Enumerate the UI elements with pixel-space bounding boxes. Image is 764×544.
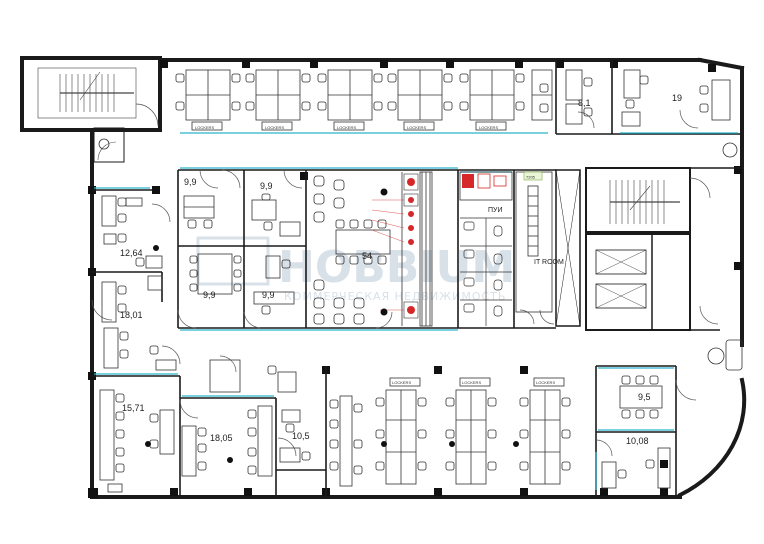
office-9-9-c-furniture	[189, 253, 242, 295]
equipment-racks	[371, 173, 419, 319]
office-10-08-furniture	[601, 447, 671, 489]
top-desk-cluster-2	[245, 69, 311, 131]
room-label-r3: 9,9	[184, 177, 197, 187]
room-label-r10: 15,71	[122, 403, 145, 413]
it-code: 7205	[526, 175, 536, 180]
lockers-label-7: LOCKERS	[462, 380, 481, 385]
lockers-label-4: LOCKERS	[407, 125, 426, 130]
room-54-furniture	[313, 171, 433, 327]
it-code-badge	[523, 171, 543, 181]
room-labels: 8,1 19 9,9 9,9 12,64 9,9 9,9 54 18,01 15…	[120, 93, 682, 446]
lockers-label-6: LOCKERS	[392, 380, 411, 385]
bottom-desk-cluster-4	[519, 377, 571, 485]
office-8-1-furniture	[565, 69, 593, 125]
office-9-9-b-furniture	[251, 193, 301, 237]
bottom-desk-cluster-2	[375, 377, 427, 485]
office-18-05-furniture	[181, 405, 273, 477]
top-desk-cluster-5	[459, 69, 525, 131]
office-9-5-furniture	[619, 375, 663, 419]
interior-walls	[92, 60, 742, 497]
office-10-5-furniture	[279, 409, 311, 463]
top-desk-cluster-3	[317, 69, 383, 131]
doors	[91, 103, 719, 457]
office-15-71-furniture	[99, 389, 175, 493]
room-label-r9: 18,01	[120, 310, 143, 320]
it-room	[515, 171, 553, 313]
lockers-label-2: LOCKERS	[265, 125, 284, 130]
pui-label: ПУИ	[488, 207, 503, 214]
office-9-9-d-furniture	[253, 255, 295, 315]
watermark: HOBBIUM КОММЕРЧЕСКАЯ НЕДВИЖИМОСТЬ	[196, 236, 515, 303]
office-12-64-furniture	[101, 195, 163, 269]
watermark-logo: HOBBIUM	[278, 242, 515, 293]
wc-stalls	[460, 217, 512, 326]
stairs-right	[585, 167, 691, 233]
lockers-label-5: LOCKERS	[479, 125, 498, 130]
room-label-r12: 10,5	[292, 431, 310, 441]
top-desk-cluster-6	[531, 69, 553, 121]
it-room-label: IT ROOM	[534, 259, 564, 266]
top-desk-cluster-1	[175, 69, 241, 131]
room-label-r1: 8,1	[578, 98, 591, 108]
small-room-furniture	[209, 359, 297, 393]
columns-dots	[153, 188, 388, 316]
room-label-r4: 9,9	[260, 181, 273, 191]
stairs-top-left	[37, 67, 137, 119]
entry-vestibule	[93, 127, 125, 163]
room-label-r2: 19	[672, 93, 682, 103]
top-desk-cluster-4	[387, 69, 453, 131]
lockers-label-1: LOCKERS	[195, 125, 214, 130]
office-9-9-a-furniture	[183, 195, 215, 229]
office-18-01-furniture	[101, 275, 177, 371]
bottom-desk-cluster-3	[445, 377, 497, 485]
room-label-r8: 54	[362, 251, 372, 261]
shaft	[555, 169, 581, 327]
pui-room	[459, 171, 513, 201]
bottom-column-dots	[381, 441, 519, 447]
room-label-r6: 9,9	[203, 290, 216, 300]
office-19-furniture	[621, 69, 731, 127]
room-label-r5: 12,64	[120, 248, 143, 258]
lockers-label-8: LOCKERS	[536, 380, 555, 385]
room-label-r11: 18,05	[210, 433, 233, 443]
column-dot-left	[145, 441, 151, 447]
elevator-block	[585, 233, 691, 331]
lounge-chairs	[98, 138, 743, 371]
room-label-r14: 10,08	[626, 436, 649, 446]
column-dot-18-05	[227, 457, 233, 463]
room-label-r7: 9,9	[262, 290, 275, 300]
watermark-subtitle: КОММЕРЧЕСКАЯ НЕДВИЖИМОСТЬ	[284, 290, 506, 303]
watermark-logo-mark	[196, 236, 270, 286]
room-label-r13: 9,5	[638, 392, 651, 402]
bottom-desk-cluster-1	[329, 395, 363, 487]
lockers-label-3: LOCKERS	[337, 125, 356, 130]
